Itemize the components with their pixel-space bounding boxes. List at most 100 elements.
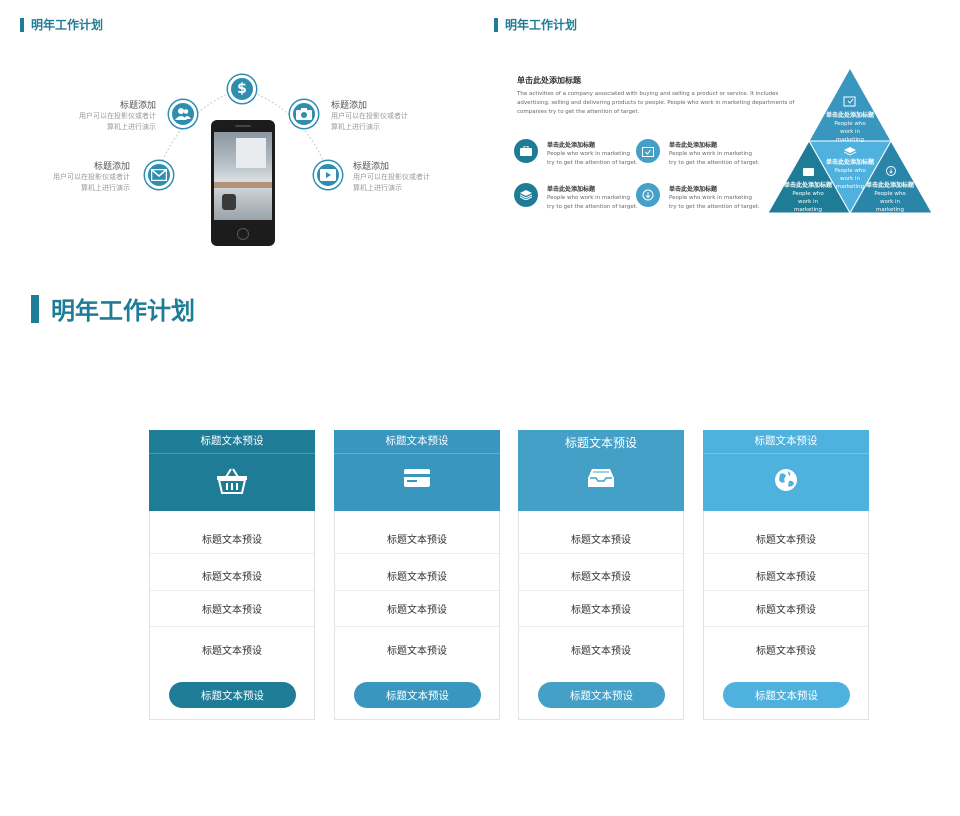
column-row: 标题文本预设	[756, 535, 816, 546]
pyramid-top-title: 单击此处添加标题	[825, 112, 874, 119]
pyramid-right-desc: work in	[879, 199, 901, 205]
column-header: 标题文本预设	[149, 430, 315, 511]
layers-icon	[514, 183, 538, 207]
slide3-title-text: 明年工作计划	[51, 296, 195, 325]
pyramid-center-desc: work in	[839, 176, 861, 182]
item-title: 单击此处添加标题	[669, 186, 718, 193]
mail-icon	[145, 161, 173, 189]
column-row: 标题文本预设	[387, 646, 447, 657]
card-icon	[334, 468, 500, 488]
column-row: 标题文本预设	[756, 572, 816, 583]
layers-icon	[844, 147, 856, 153]
item-desc: try to get the attention of target.	[669, 160, 760, 166]
item-title: 标题添加	[93, 162, 130, 172]
briefcase-icon	[514, 139, 538, 163]
column-row: 标题文本预设	[387, 535, 447, 546]
pyramid-center-desc: marketing	[835, 184, 865, 190]
smartphone-image	[211, 120, 275, 246]
column-header-title: 标题文本预设	[754, 435, 818, 447]
title-accent-bar	[31, 294, 39, 323]
slide2-title-text: 明年工作计划	[505, 18, 578, 32]
dotted-arc	[157, 87, 329, 173]
column-row: 标题文本预设	[571, 605, 631, 616]
pricing-column: 标题文本预设 标题文本预设 标题文本预设 标题文本预设 标题文本预设 标题文本预…	[149, 430, 315, 720]
title-accent-bar	[20, 17, 24, 32]
section-desc: The activities of a company associated w…	[517, 91, 779, 97]
column-row: 标题文本预设	[387, 572, 447, 583]
item-desc: 算机上进行演示	[81, 184, 130, 192]
pricing-column: 标题文本预设 标题文本预设 标题文本预设 标题文本预设 标题文本预设 标题文本预…	[518, 430, 684, 720]
pyramid-diagram	[768, 68, 932, 214]
inbox-icon	[518, 468, 684, 488]
pricing-column: 标题文本预设 标题文本预设 标题文本预设 标题文本预设 标题文本预设 标题文本预…	[334, 430, 500, 720]
item-desc: 用户可以在投影仪或者计	[353, 173, 430, 181]
title-accent-bar	[494, 17, 498, 32]
item-title: 标题添加	[331, 101, 368, 111]
item-title: 单击此处添加标题	[547, 186, 596, 193]
pyramid-left-desc: marketing	[793, 207, 823, 213]
pyramid-left-desc: People who	[792, 191, 824, 197]
basket-icon	[149, 468, 315, 494]
column-header-title: 标题文本预设	[385, 435, 449, 447]
pyramid-right-desc: People who	[874, 191, 906, 197]
item-desc: try to get the attention of target.	[669, 204, 760, 210]
item-title: 单击此处添加标题	[669, 142, 718, 149]
column-header: 标题文本预设	[518, 430, 684, 511]
column-row: 标题文本预设	[571, 535, 631, 546]
item-desc: try to get the attention of target.	[547, 160, 638, 166]
item-title: 单击此处添加标题	[547, 142, 596, 149]
pyramid-center-desc: People who	[834, 168, 866, 174]
item-title: 标题添加	[353, 162, 390, 172]
pyramid-top-desc: marketing	[835, 137, 865, 143]
download-icon	[636, 183, 660, 207]
column-row: 标题文本预设	[756, 646, 816, 657]
slide1-title-text: 明年工作计划	[31, 18, 104, 32]
pyramid-right-title: 单击此处添加标题	[865, 182, 914, 189]
slide2-title: 明年工作计划	[494, 16, 577, 33]
dollar-icon: $	[228, 75, 256, 103]
item-desc: People who work in marketing	[669, 195, 752, 201]
column-row: 标题文本预设	[202, 646, 262, 657]
column-row: 标题文本预设	[571, 646, 631, 657]
globe-icon	[703, 468, 869, 492]
video-icon	[314, 161, 342, 189]
column-header: 标题文本预设	[334, 430, 500, 511]
users-icon	[169, 100, 197, 128]
briefcase-icon	[803, 168, 814, 176]
calendar-icon	[636, 139, 660, 163]
column-row: 标题文本预设	[202, 535, 262, 546]
pricing-column: 标题文本预设 标题文本预设 标题文本预设 标题文本预设 标题文本预设 标题文本预…	[703, 430, 869, 720]
column-action-button[interactable]: 标题文本预设	[538, 682, 665, 708]
pyramid-left-desc: work in	[797, 199, 819, 205]
pyramid-right-desc: marketing	[875, 207, 905, 213]
monitor-icon	[843, 96, 856, 107]
item-desc: People who work in marketing	[669, 151, 752, 157]
slide1-title: 明年工作计划	[20, 16, 103, 33]
column-header: 标题文本预设	[703, 430, 869, 511]
pyramid-top-desc: work in	[839, 129, 861, 135]
item-desc: 用户可以在投影仪或者计	[79, 112, 156, 120]
column-row: 标题文本预设	[756, 605, 816, 616]
column-row: 标题文本预设	[571, 572, 631, 583]
camera-icon	[290, 100, 318, 128]
column-row: 标题文本预设	[202, 605, 262, 616]
column-row: 标题文本预设	[387, 605, 447, 616]
item-desc: 算机上进行演示	[331, 123, 380, 131]
item-desc: 算机上进行演示	[107, 123, 156, 131]
column-action-button[interactable]: 标题文本预设	[354, 682, 481, 708]
item-desc: People who work in marketing	[547, 151, 630, 157]
download-icon	[886, 166, 896, 176]
item-desc: People who work in marketing	[547, 195, 630, 201]
section-desc: companies try to get the attention of ta…	[517, 109, 640, 115]
pyramid-center-title: 单击此处添加标题	[825, 159, 874, 166]
pyramid-left-title: 单击此处添加标题	[783, 182, 832, 189]
section-heading: 单击此处添加标题	[517, 76, 581, 85]
column-header-title: 标题文本预设	[200, 435, 264, 447]
item-desc: 用户可以在投影仪或者计	[331, 112, 408, 120]
column-action-button[interactable]: 标题文本预设	[169, 682, 296, 708]
column-row: 标题文本预设	[202, 572, 262, 583]
slide3-title: 明年工作计划	[31, 291, 195, 326]
column-action-button[interactable]: 标题文本预设	[723, 682, 850, 708]
item-desc: try to get the attention of target.	[547, 204, 638, 210]
pyramid-top-desc: People who	[834, 121, 866, 127]
